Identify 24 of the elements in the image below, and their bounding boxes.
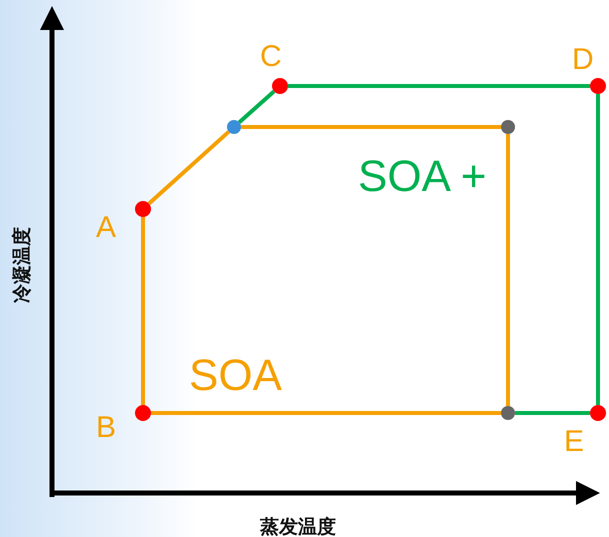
region-label: SOA bbox=[189, 351, 282, 401]
connector-line bbox=[141, 217, 145, 405]
point-label: E bbox=[564, 425, 584, 459]
region-label: SOA + bbox=[358, 152, 486, 202]
point-label: C bbox=[260, 40, 282, 74]
axis-title: 冷凝温度 bbox=[10, 227, 34, 303]
point-marker bbox=[590, 405, 606, 421]
point-marker bbox=[590, 78, 606, 94]
connector-line bbox=[506, 134, 510, 406]
connector-line bbox=[148, 130, 230, 206]
point-marker bbox=[501, 406, 515, 420]
connector-line bbox=[238, 90, 276, 124]
point-marker bbox=[501, 120, 515, 134]
connector-line bbox=[151, 411, 501, 415]
connector-line bbox=[288, 84, 590, 88]
connector-line bbox=[596, 94, 600, 405]
point-marker bbox=[227, 120, 241, 134]
connector-line bbox=[515, 411, 590, 415]
axis-title: 蒸发温度 bbox=[260, 515, 336, 537]
point-marker bbox=[272, 78, 288, 94]
point-label: A bbox=[96, 211, 116, 245]
connector-line bbox=[241, 125, 501, 129]
point-label: B bbox=[96, 411, 116, 445]
point-label: D bbox=[572, 43, 594, 77]
